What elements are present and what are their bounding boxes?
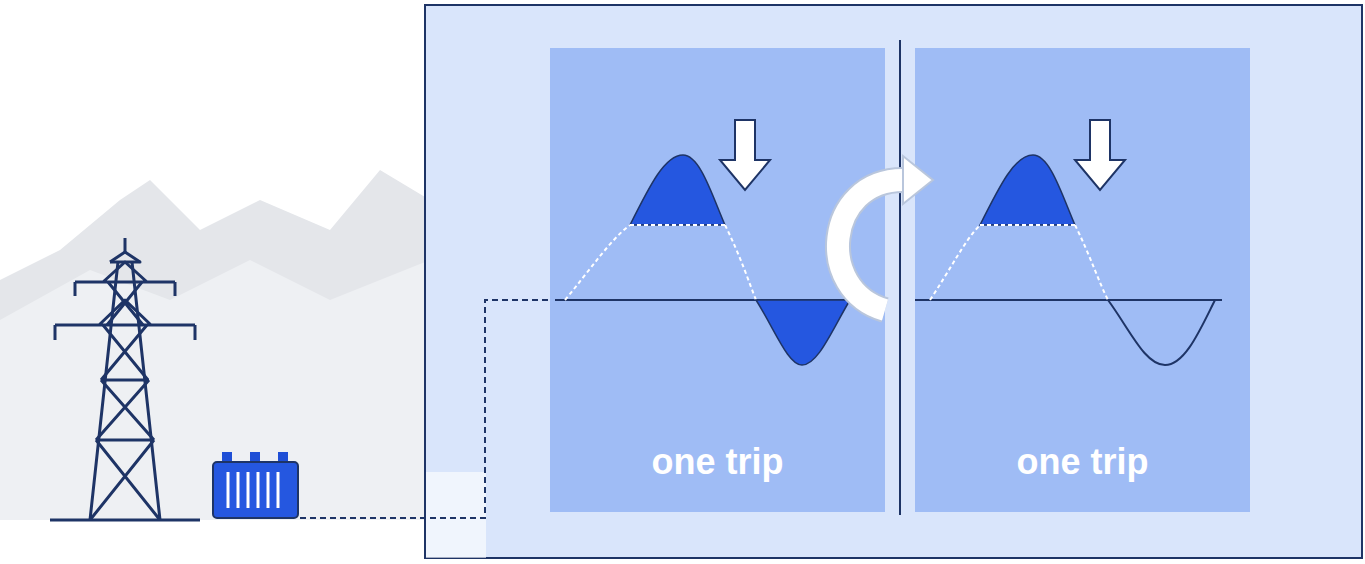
divider-line <box>899 40 901 515</box>
panel-gap <box>426 472 486 558</box>
trip-box: one trip <box>915 48 1250 512</box>
box-label: one trip <box>915 442 1250 482</box>
box-label: one trip <box>550 442 885 482</box>
transformer-symbol <box>213 452 298 518</box>
mountain-shape <box>0 170 430 520</box>
mountain-shape <box>0 260 430 520</box>
outer-panel <box>425 5 1362 558</box>
feed-wire <box>300 300 555 518</box>
transmission-tower <box>50 238 200 520</box>
